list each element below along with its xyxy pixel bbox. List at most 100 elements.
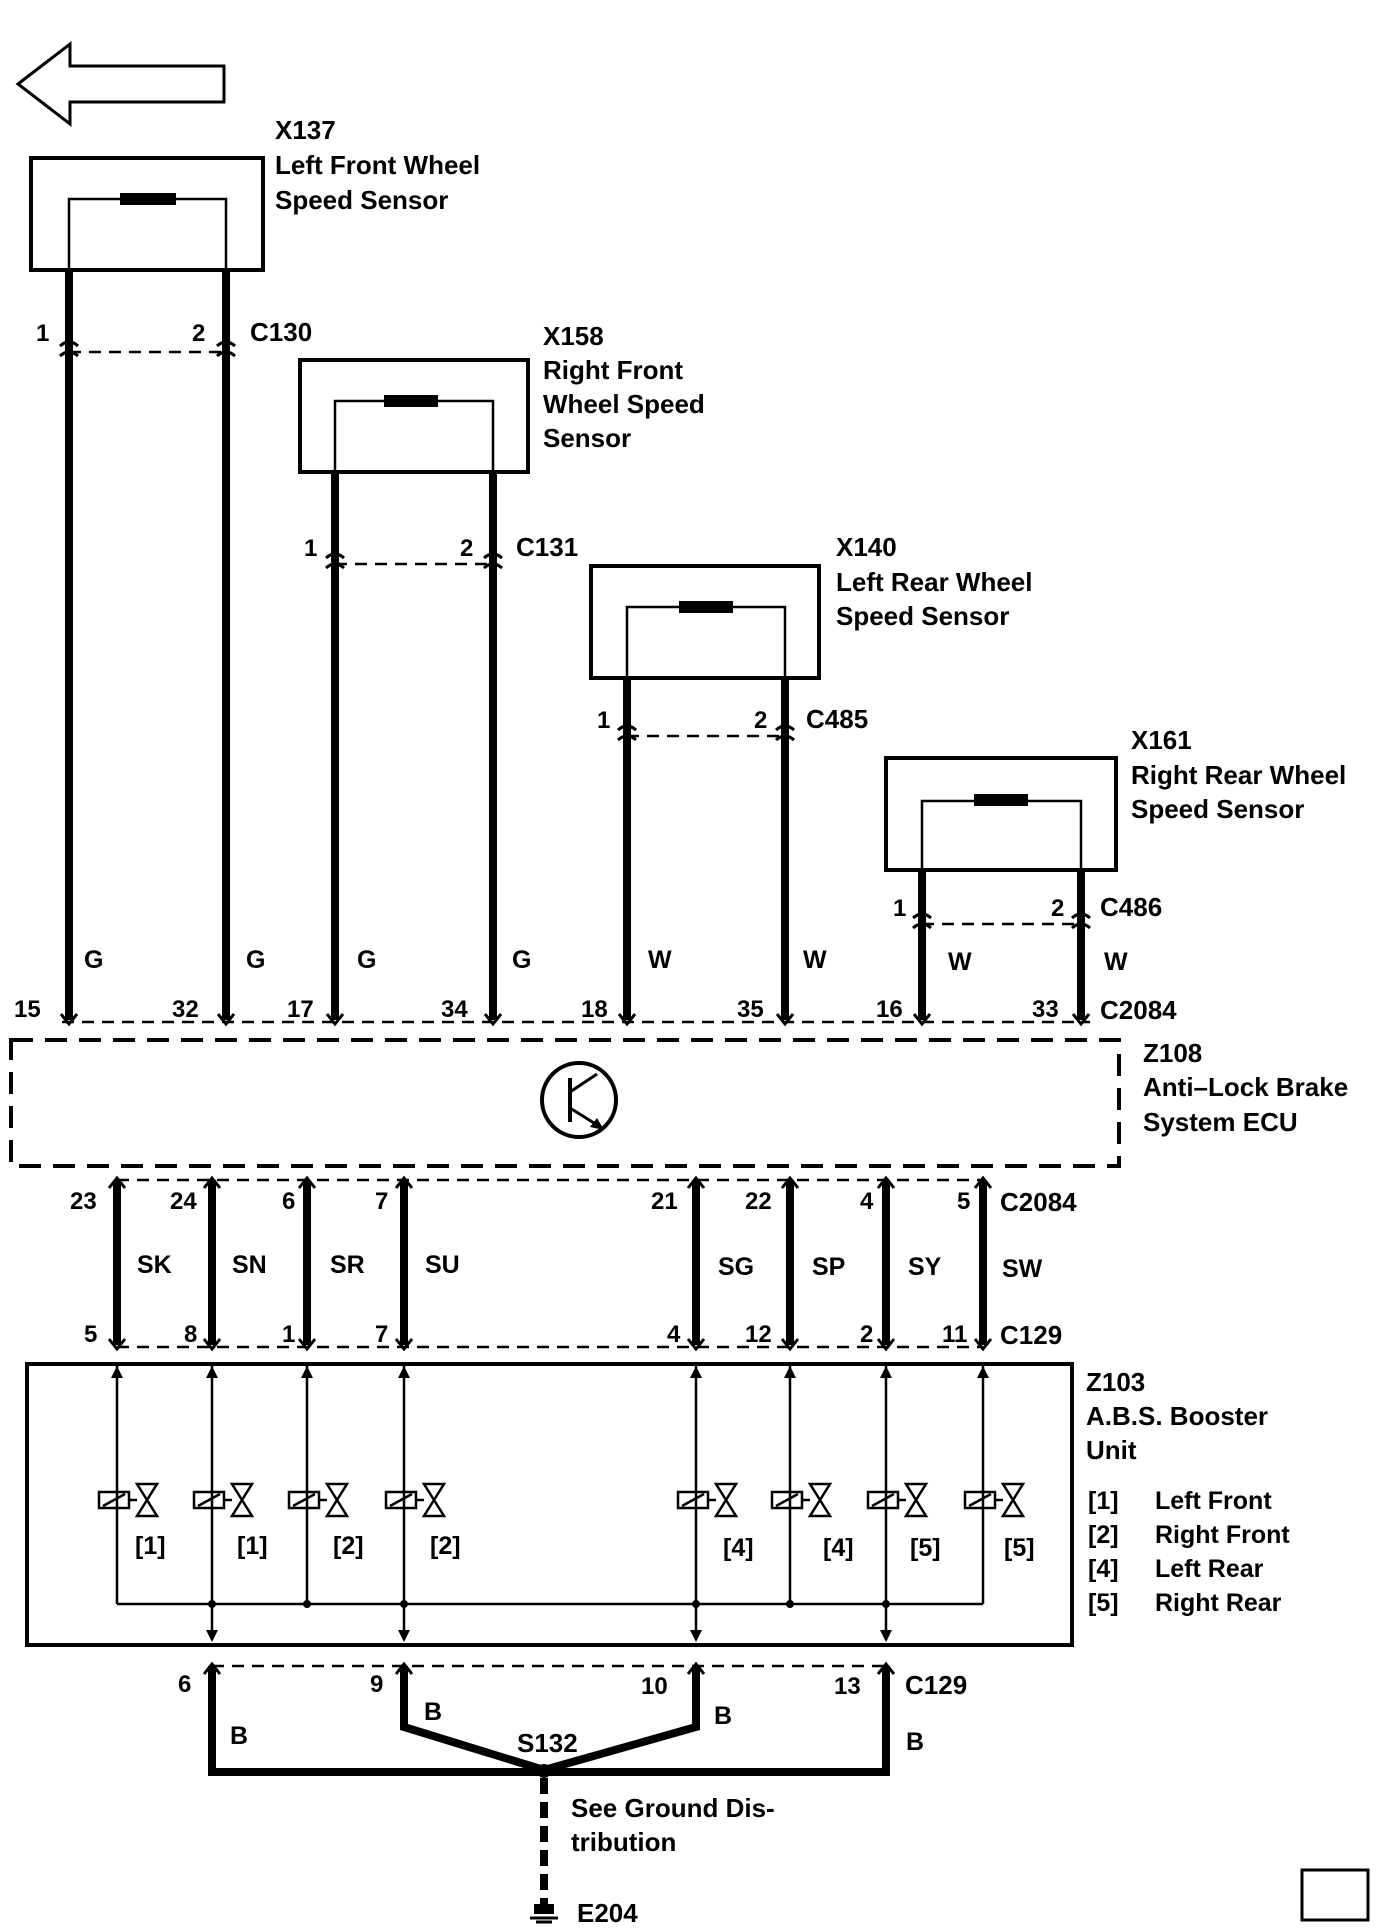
wire-color-label: SY bbox=[908, 1253, 942, 1281]
ground-pin: 9 bbox=[370, 1671, 383, 1698]
valve-tag: [5] bbox=[1004, 1534, 1035, 1562]
valve-tag: [4] bbox=[823, 1534, 854, 1562]
wire-color-label: W bbox=[1104, 948, 1128, 976]
ground-pin: 10 bbox=[641, 1673, 668, 1700]
ecu-name-line2: System ECU bbox=[1143, 1107, 1298, 1137]
connector-c2084-top: 15 32 17 34 18 35 16 33 C2084 bbox=[14, 995, 1177, 1027]
ground-note-line2[interactable]: tribution bbox=[571, 1827, 676, 1857]
solenoid-valve-icon bbox=[287, 1482, 350, 1518]
sensor-x161-name-line1: Right Rear Wheel bbox=[1131, 760, 1346, 790]
solenoid-valve-icon bbox=[866, 1482, 929, 1518]
wire-color-label: SR bbox=[330, 1251, 365, 1279]
valve-legend: [1] Left Front [2] Right Front [4] Left … bbox=[1088, 1487, 1290, 1617]
back-arrow-icon[interactable] bbox=[15, 40, 226, 128]
c129-top-label: C129 bbox=[1000, 1320, 1062, 1350]
c486-pin-1: 1 bbox=[893, 895, 906, 922]
ground-wire-colors: B B B B bbox=[230, 1698, 924, 1756]
booster-z103: [1] [1] [2] [2] [4] [4] [5] [5] Z103 A.B… bbox=[25, 1362, 1268, 1647]
solenoid-valve-icon bbox=[97, 1482, 160, 1518]
solenoid-valves bbox=[97, 1482, 1026, 1518]
valve-tag: [4] bbox=[723, 1534, 754, 1562]
ground-connector-c129: 6 9 10 13 C129 bbox=[178, 1661, 967, 1700]
wire-color-label: B bbox=[230, 1722, 248, 1750]
ecu-top-pin: 32 bbox=[172, 996, 199, 1023]
ecu-top-pin: 34 bbox=[441, 996, 468, 1023]
valve-tag: [2] bbox=[333, 1532, 364, 1560]
ecu-z108: Z108 Anti–Lock Brake System ECU bbox=[9, 1038, 1348, 1168]
solenoid-valve-icon bbox=[963, 1482, 1026, 1518]
c130-label: C130 bbox=[250, 317, 312, 347]
ecu-bottom-pin: 7 bbox=[375, 1188, 388, 1215]
sensor-x161: X161 Right Rear Wheel Speed Sensor bbox=[884, 725, 1346, 872]
booster-name-line2: Unit bbox=[1086, 1435, 1137, 1465]
ground-icon bbox=[530, 1904, 558, 1924]
c131-pin-1: 1 bbox=[304, 535, 317, 562]
booster-internal-lines bbox=[111, 1366, 989, 1642]
c129-ground-label: C129 bbox=[905, 1670, 967, 1700]
legend-text: Left Rear bbox=[1155, 1555, 1264, 1583]
ecu-bottom-pin: 24 bbox=[170, 1188, 197, 1215]
ecu-top-pin: 16 bbox=[876, 996, 903, 1023]
booster-name-line1: A.B.S. Booster bbox=[1086, 1401, 1268, 1431]
valve-tag: [5] bbox=[910, 1534, 941, 1562]
c130-pin-2: 2 bbox=[192, 320, 205, 347]
wire-color-label: SN bbox=[232, 1251, 267, 1279]
legend-key: [4] bbox=[1088, 1555, 1119, 1583]
connector-c130: 1 2 C130 bbox=[36, 317, 312, 358]
c131-pin-2: 2 bbox=[460, 535, 473, 562]
valve-tag: [2] bbox=[430, 1532, 461, 1560]
c129-pin: 11 bbox=[942, 1321, 967, 1348]
legend-text: Right Rear bbox=[1155, 1589, 1282, 1617]
c129-pin: 4 bbox=[667, 1321, 681, 1348]
ecu-top-wire-colors: G G G G W W W W bbox=[84, 946, 1128, 976]
sensor-x158: X158 Right Front Wheel Speed Sensor bbox=[298, 321, 705, 474]
wire-color-label: G bbox=[84, 946, 103, 974]
c485-label: C485 bbox=[806, 704, 868, 734]
ecu-bottom-pin: 4 bbox=[860, 1188, 874, 1215]
sensor-x140: X140 Left Rear Wheel Speed Sensor bbox=[589, 532, 1033, 680]
legend-key: [2] bbox=[1088, 1521, 1119, 1549]
wire-color-label: B bbox=[714, 1702, 732, 1730]
ecu-top-pin: 17 bbox=[287, 996, 314, 1023]
c486-label: C486 bbox=[1100, 892, 1162, 922]
c129-pin: 12 bbox=[745, 1321, 772, 1348]
wire-color-label: W bbox=[648, 946, 672, 974]
c2084-top-label: C2084 bbox=[1100, 995, 1177, 1025]
page-corner-box bbox=[1300, 1868, 1370, 1922]
wire-color-label: G bbox=[512, 946, 531, 974]
ecu-top-pin: 35 bbox=[737, 996, 764, 1023]
sensor-x140-name-line1: Left Rear Wheel bbox=[836, 567, 1033, 597]
ecu-bottom-pin: 21 bbox=[651, 1188, 678, 1215]
valve-tag: [1] bbox=[237, 1532, 268, 1560]
c129-pin: 2 bbox=[860, 1321, 873, 1348]
c485-pin-2: 2 bbox=[754, 707, 767, 734]
c129-pin: 5 bbox=[84, 1321, 97, 1348]
sensor-x137-name-line1: Left Front Wheel bbox=[275, 150, 480, 180]
sensor-x158-name-line3: Sensor bbox=[543, 423, 631, 453]
solenoid-valve-icon bbox=[676, 1482, 739, 1518]
ecu-name-line1: Anti–Lock Brake bbox=[1143, 1072, 1348, 1102]
valve-tags: [1] [1] [2] [2] [4] [4] [5] [5] bbox=[135, 1532, 1035, 1562]
legend-text: Right Front bbox=[1155, 1521, 1290, 1549]
ground-note-line1[interactable]: See Ground Dis- bbox=[571, 1793, 775, 1823]
connector-c131: 1 2 C131 bbox=[304, 532, 578, 570]
c131-label: C131 bbox=[516, 532, 578, 562]
connector-c485: 1 2 C485 bbox=[597, 704, 868, 742]
sensor-x158-name-line2: Wheel Speed bbox=[543, 389, 705, 419]
booster-id: Z103 bbox=[1086, 1367, 1145, 1397]
sensor-x140-name-line2: Speed Sensor bbox=[836, 601, 1009, 631]
transistor-icon bbox=[540, 1061, 618, 1139]
harness-wire-colors: SK SN SR SU SG SP SY SW bbox=[137, 1251, 1043, 1283]
ecu-bottom-pin: 22 bbox=[745, 1188, 772, 1215]
sensor-x137-id: X137 bbox=[275, 115, 336, 145]
connector-c486: 1 2 C486 bbox=[893, 892, 1162, 930]
c2084-bottom-label: C2084 bbox=[1000, 1187, 1077, 1217]
ecu-top-pin: 33 bbox=[1032, 996, 1059, 1023]
c129-pin: 7 bbox=[375, 1321, 388, 1348]
sensor-x158-name-line1: Right Front bbox=[543, 355, 683, 385]
ecu-top-pin: 18 bbox=[581, 996, 608, 1023]
sensor-x137: X137 Left Front Wheel Speed Sensor bbox=[29, 115, 480, 272]
solenoid-valve-icon bbox=[192, 1482, 255, 1518]
ground-e204-label: E204 bbox=[577, 1898, 638, 1928]
